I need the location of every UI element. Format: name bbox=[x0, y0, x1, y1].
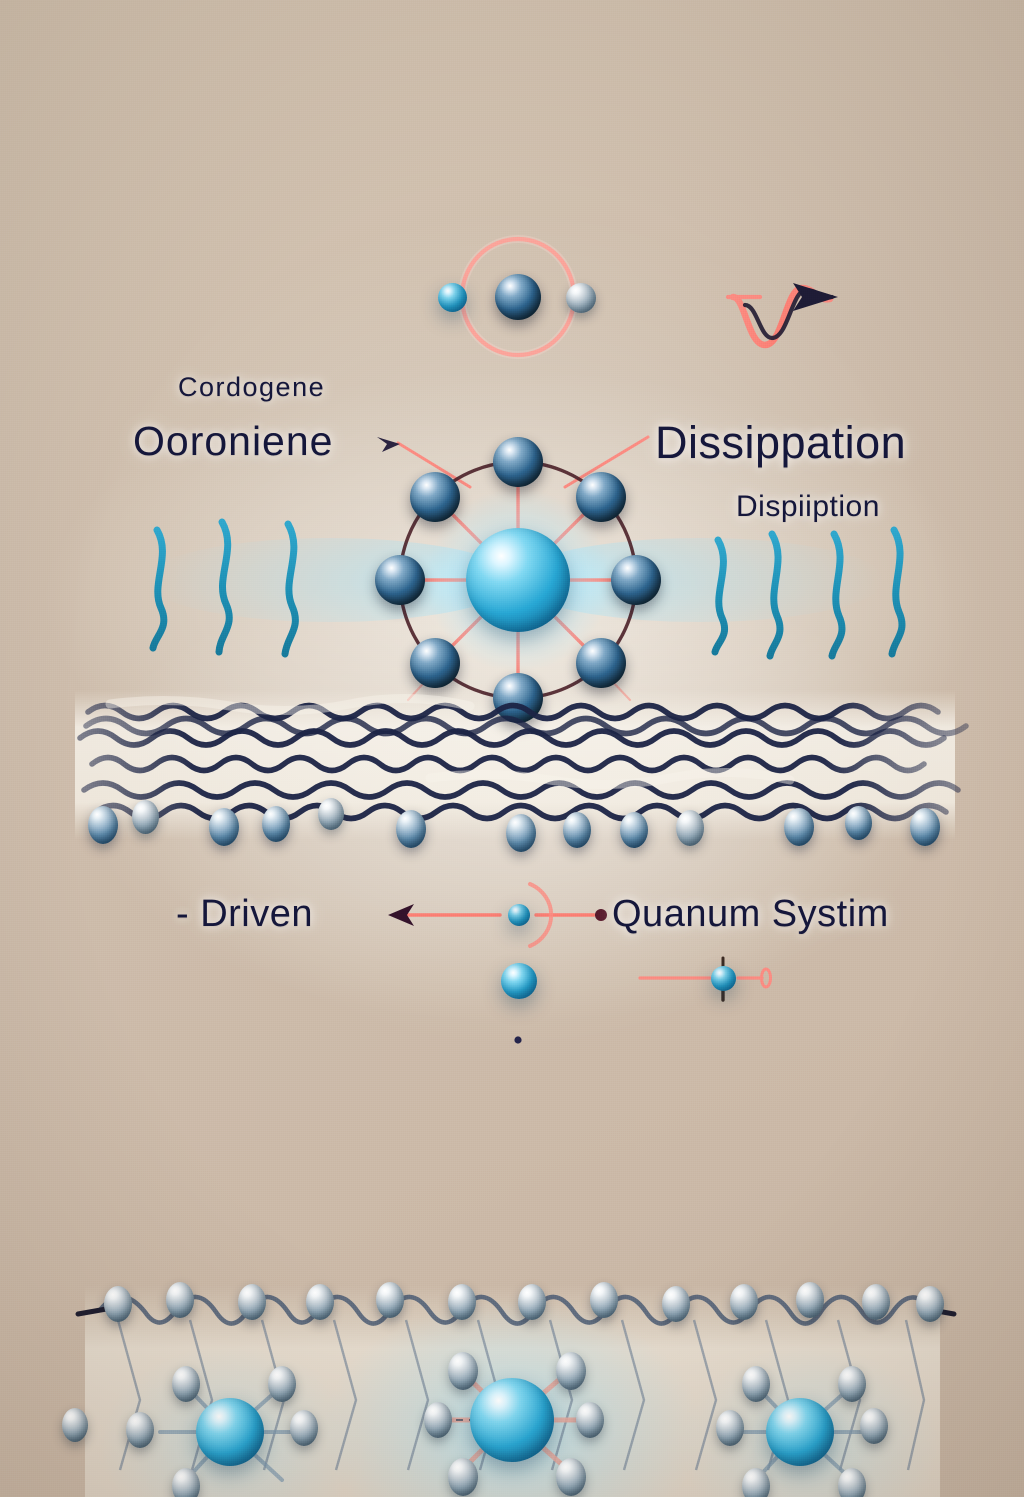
lattice-sat-r-nw bbox=[742, 1366, 770, 1402]
wave-highlights bbox=[105, 694, 795, 790]
cluster-satellite-e bbox=[611, 555, 661, 605]
lattice-sat-l-nw bbox=[172, 1366, 200, 1402]
lattice-sat-c-ne bbox=[556, 1352, 586, 1390]
squiggle-group-right bbox=[711, 526, 906, 660]
lattice-sat-r-sw bbox=[742, 1468, 770, 1497]
cluster-satellite-sw bbox=[410, 638, 460, 688]
lattice-sat-r-se bbox=[838, 1468, 866, 1497]
band-sphere-9 bbox=[620, 812, 648, 848]
lattice-peak-6 bbox=[448, 1284, 476, 1320]
cluster-satellite-ne bbox=[576, 472, 626, 522]
lattice-sat-l-e bbox=[290, 1410, 318, 1446]
mid-center-sphere bbox=[508, 904, 530, 926]
band-sphere-7 bbox=[506, 814, 536, 852]
lattice-sat-r-ne bbox=[838, 1366, 866, 1402]
band-sphere-4 bbox=[262, 806, 290, 842]
band-sphere-12 bbox=[845, 806, 872, 840]
lattice-core-right bbox=[766, 1398, 834, 1466]
band-sphere-8 bbox=[563, 812, 591, 848]
lattice-sat-c-w bbox=[424, 1402, 452, 1438]
cluster-satellite-w bbox=[375, 555, 425, 605]
lattice-peak-5 bbox=[376, 1282, 404, 1318]
cluster-satellite-se bbox=[576, 638, 626, 688]
lattice-sat-r-w bbox=[716, 1410, 744, 1446]
right-arrow-dot bbox=[595, 909, 607, 921]
label-ooroniene: Ooroniene bbox=[133, 418, 334, 464]
leader-arrowhead-ooroniene bbox=[377, 437, 400, 452]
band-sphere-2 bbox=[132, 800, 159, 834]
cluster-core-sphere bbox=[466, 528, 570, 632]
axis-node-dot bbox=[514, 1036, 522, 1044]
top-sphere-right bbox=[566, 283, 596, 313]
center-arc bbox=[528, 882, 554, 948]
lattice-peak-12 bbox=[862, 1284, 890, 1320]
band-sphere-11 bbox=[784, 808, 814, 846]
lattice-peak-7 bbox=[518, 1284, 546, 1320]
lattice-sat-c-e bbox=[576, 1402, 604, 1438]
lattice-peak-9 bbox=[662, 1286, 690, 1322]
top-sphere-left bbox=[438, 283, 467, 312]
band-sphere-3 bbox=[209, 808, 239, 846]
lattice-sat-l-far-w bbox=[62, 1408, 88, 1442]
label-cordogene: Cordogene bbox=[178, 372, 326, 402]
lattice-sat-l-w bbox=[126, 1412, 154, 1448]
band-sphere-5 bbox=[318, 798, 344, 830]
spin-loop bbox=[760, 967, 772, 989]
lattice-sat-r-e bbox=[860, 1408, 888, 1444]
spin-sphere bbox=[711, 966, 736, 991]
lattice-peak-4 bbox=[306, 1284, 334, 1320]
top-sphere-center bbox=[495, 274, 541, 320]
band-sphere-10 bbox=[676, 810, 704, 846]
axis-cyan-sphere bbox=[501, 963, 537, 999]
lattice-sat-l-sw bbox=[172, 1468, 200, 1497]
beam-left-glow bbox=[145, 538, 515, 622]
lattice-sat-l-ne bbox=[268, 1366, 296, 1402]
lattice-peak-13 bbox=[916, 1286, 944, 1322]
label-dissipation: Dissippation bbox=[655, 417, 907, 468]
lattice-core-left bbox=[196, 1398, 264, 1466]
lattice-sat-c-sw bbox=[448, 1458, 478, 1496]
label-quantum-system: Quanum Systim bbox=[612, 893, 889, 935]
band-sphere-13 bbox=[910, 808, 940, 846]
lattice-peak-2 bbox=[166, 1282, 194, 1318]
lattice-peak-10 bbox=[730, 1284, 758, 1320]
lattice-peak-11 bbox=[796, 1282, 824, 1318]
left-arrowhead bbox=[388, 904, 414, 926]
label-dispiiption: Dispiiption bbox=[736, 490, 880, 523]
right-arrowhead bbox=[793, 283, 838, 311]
squiggle-group-left bbox=[149, 518, 299, 658]
lattice-peak-1 bbox=[104, 1286, 132, 1322]
lattice-sat-c-se bbox=[556, 1458, 586, 1496]
cluster-satellite-nw bbox=[410, 472, 460, 522]
lattice-core-center bbox=[470, 1378, 554, 1462]
lattice-sat-c-nw bbox=[448, 1352, 478, 1390]
label-driven: - Driven bbox=[176, 893, 314, 935]
lattice-peak-3 bbox=[238, 1284, 266, 1320]
band-sphere-1 bbox=[88, 806, 118, 844]
band-sphere-6 bbox=[396, 810, 426, 848]
lattice-peak-8 bbox=[590, 1282, 618, 1318]
cluster-satellite-n bbox=[493, 437, 543, 487]
